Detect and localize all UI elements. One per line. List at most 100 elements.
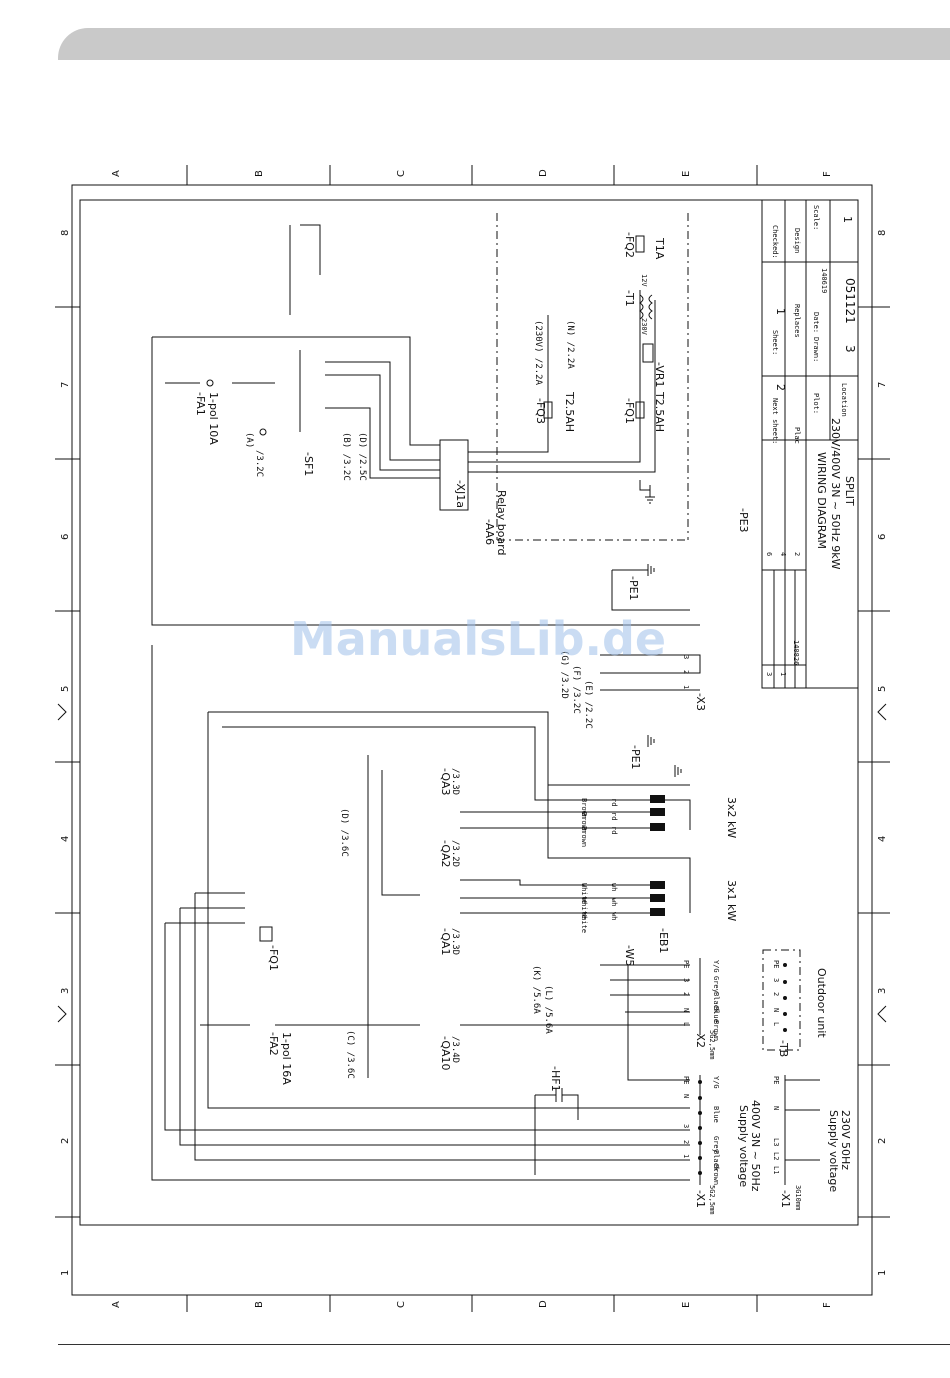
heater-id: wh — [610, 912, 618, 920]
grid-row-label: 4 — [60, 836, 71, 842]
rev-row: 6 — [765, 552, 773, 556]
grid-row-label: 3 — [877, 988, 888, 994]
grid-col-label: B — [254, 170, 265, 177]
inner-frame — [79, 199, 859, 1226]
terminal-labels: PE N 3 2 1 PE N L3 L2 L1 PE 3 2 N L PE 3… — [580, 655, 780, 1185]
ref-230v: (230V) /2.2A — [533, 320, 543, 386]
sheet-value: 1 — [774, 308, 787, 315]
rev-row: 3 — [765, 672, 773, 676]
fq3-fuse — [543, 401, 553, 419]
replaces-label: Replaces — [793, 304, 801, 338]
fq1-rating: T2.5AH — [653, 391, 666, 432]
next-sheet-value: 2 — [774, 384, 787, 391]
grid-row-label: 2 — [60, 1138, 71, 1144]
x2-wire-color: Grey — [712, 976, 720, 993]
grid-row-label: 1 — [877, 1270, 888, 1276]
scale-label: Scale: — [812, 205, 820, 230]
supply-230-label: 230V 50Hz — [839, 1110, 852, 1170]
x1-terminal: PE — [682, 1076, 690, 1084]
grid-col-label: A — [111, 1301, 122, 1308]
grid-row-label: 8 — [60, 230, 71, 236]
grid-row-labels-left: 8 7 6 5 4 3 2 1 — [60, 230, 71, 1276]
grid-col-label: C — [396, 1301, 407, 1308]
heater-element — [650, 808, 665, 816]
heater-wire: White — [580, 883, 588, 904]
x2-wire-color: Black — [712, 992, 720, 1014]
x3-label: -X3 — [694, 693, 707, 711]
qa3-label: -QA3 — [439, 768, 452, 796]
x2-wire-color: Y/G — [712, 960, 720, 973]
title-line-2: 230V/400V 3N ~ 50Hz 9kW — [829, 418, 842, 570]
x2-terminal: N — [682, 1008, 690, 1012]
heater-element — [650, 823, 665, 831]
heater-id: wh — [610, 883, 618, 891]
grid-row-label: 4 — [877, 836, 888, 842]
ref-g: (G) /3.2D — [559, 650, 569, 699]
fq2-rating: T1A — [653, 237, 666, 260]
heater-id: rd — [610, 826, 618, 834]
x1-terminal: 1 — [682, 1154, 690, 1158]
grid-row-label: 2 — [877, 1138, 888, 1144]
heater-element — [650, 795, 665, 803]
qa2-label: -QA2 — [439, 840, 452, 868]
sf1-label: -SF1 — [302, 452, 315, 476]
ground-symbol — [647, 735, 655, 747]
heater-element — [650, 881, 665, 889]
x1-label: -X1 — [694, 1190, 707, 1208]
design-label: Design — [793, 228, 801, 253]
x1b-label: -X1 — [779, 1190, 792, 1208]
ref-a: (A) — [244, 432, 254, 448]
x1-wire-color: Grey — [712, 1136, 720, 1153]
heater-wire: White — [580, 912, 588, 933]
scale-value: 1 — [841, 216, 854, 223]
date-label: Date: — [812, 312, 820, 333]
plot-label: Plot: — [812, 393, 820, 414]
ref-qa1: /3.3D — [450, 928, 460, 955]
supply-voltage-label-2: Supply voltage — [827, 1110, 840, 1192]
title-block — [761, 199, 859, 689]
ground-symbol — [640, 564, 655, 576]
t1-label: -T1 — [623, 290, 636, 307]
ground-symbol — [674, 765, 682, 777]
x1b-terminal: L2 — [772, 1152, 780, 1160]
pe1b-label: -PE1 — [629, 745, 642, 770]
heater-element — [650, 894, 665, 902]
aa6-label: -AA6 — [483, 519, 496, 545]
x2-cable: 5G2,5mm — [708, 1030, 716, 1060]
x1-terminal: N — [682, 1094, 690, 1098]
heater-id: wh — [610, 898, 618, 906]
title-line-1: WIRING DIAGRAM — [815, 452, 828, 549]
fq1-label: -FQ1 — [623, 398, 636, 424]
ref-qa2: /3.2D — [450, 840, 460, 867]
drawing-number: 051121 — [843, 278, 857, 324]
x3-terminal: 3 — [682, 655, 690, 659]
ref-f: (F) /3.2C — [571, 665, 581, 714]
x1-wire-color: Blue — [712, 1106, 720, 1123]
x1-terminal: 3 — [682, 1124, 690, 1128]
x1b-terminal: PE — [772, 1076, 780, 1084]
ref-d2: (D) /3.6C — [339, 808, 349, 857]
x2-terminal: 2 — [682, 992, 690, 996]
qa1-label: -QA1 — [439, 928, 452, 956]
grid-col-label: A — [111, 170, 122, 177]
heater-wire: Brown — [580, 798, 588, 819]
footer-rule — [58, 1344, 950, 1345]
x2-terminal: PE — [682, 960, 690, 968]
x1b-cable: 3G10mm — [794, 1185, 802, 1210]
x2-terminal: 3 — [682, 978, 690, 982]
grid-row-label: 5 — [60, 686, 71, 692]
ref-c: (C) /3.6C — [345, 1030, 355, 1079]
heater-wire: White — [580, 898, 588, 919]
grid-row-label: 3 — [60, 988, 71, 994]
heater-id: rd — [610, 798, 618, 806]
ref-d: (D) /2.5C — [357, 432, 367, 481]
heater-id: rd — [610, 812, 618, 820]
xj1a-connector — [439, 439, 469, 511]
next-sheet-label: Next sheet: — [771, 398, 779, 444]
t1-primary: 230V — [640, 318, 648, 336]
location-label: Location — [840, 383, 848, 417]
rev-date: 140826 — [792, 640, 800, 665]
tb-terminal: N — [772, 1008, 780, 1012]
fa2-rating: 1-pol 16A — [280, 1032, 293, 1085]
sheet-label: Sheet: — [771, 330, 779, 355]
